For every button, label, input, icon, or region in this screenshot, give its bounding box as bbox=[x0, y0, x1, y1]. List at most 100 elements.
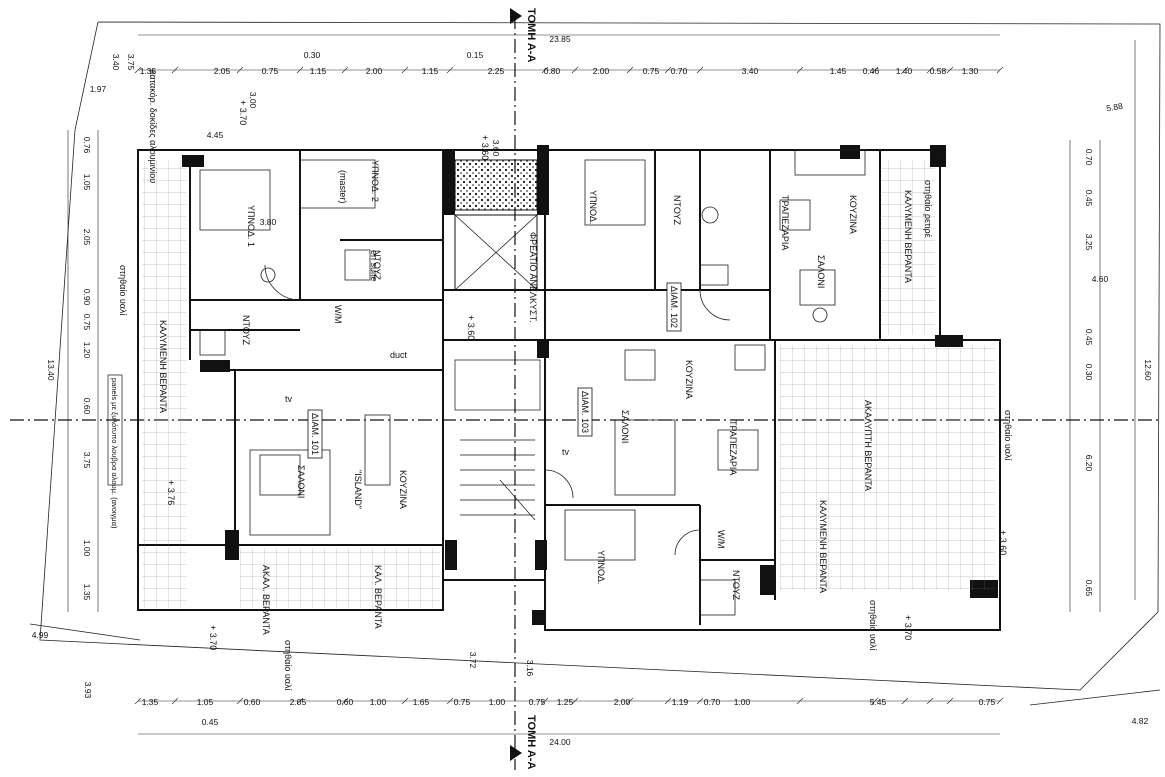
dim-tick bbox=[664, 66, 672, 74]
room-label: ΚΑΛΥΜΕΝΗ ΒΕΡΑΝΤΑ bbox=[818, 500, 828, 593]
elevator-car bbox=[454, 214, 538, 291]
panel-note-box bbox=[107, 374, 123, 486]
unit-tag: ΔΙΑΜ. 103 bbox=[580, 391, 590, 433]
bottom-dim-label: 1.19 bbox=[672, 697, 689, 707]
dim-tick bbox=[946, 66, 954, 74]
misc-dim-label: 1.97 bbox=[90, 84, 107, 94]
section-label-bottom: ΤΟΜΗ Α-Α bbox=[525, 715, 537, 769]
room-label: ΝΤΟΥΖ bbox=[672, 195, 682, 226]
bottom-dim-label: 0.75 bbox=[529, 697, 546, 707]
section-mark-top: ΤΟΜΗ Α-Α bbox=[510, 8, 537, 62]
dimension-ticks bbox=[134, 66, 1004, 705]
room-label: ΝΤΟΥΖ bbox=[241, 315, 251, 346]
note-parapet-left: στηθαίο υαλί bbox=[118, 265, 128, 315]
top-dim-label: 0.75 bbox=[643, 66, 660, 76]
site-boundary bbox=[29, 21, 1161, 706]
note-parapet-bottom: στηθαίο υαλί bbox=[283, 640, 293, 690]
dim-tick bbox=[926, 66, 934, 74]
bottom-dim-label: 2.00 bbox=[614, 697, 631, 707]
top-dim-label: 0.70 bbox=[671, 66, 688, 76]
note-wm-2: W/M bbox=[716, 530, 726, 549]
room-label: en suite bbox=[369, 250, 379, 282]
section-mark-bottom: ΤΟΜΗ Α-Α bbox=[510, 715, 537, 769]
top-dim-label: 1.40 bbox=[896, 66, 913, 76]
dim-tick bbox=[926, 697, 934, 705]
overall-left-height: 13.40 bbox=[46, 359, 56, 381]
left-dim-label: 1.35 bbox=[82, 584, 92, 601]
veranda-tiles bbox=[142, 160, 995, 610]
top-dim-label: 2.00 bbox=[593, 66, 610, 76]
dim-tick bbox=[134, 697, 142, 705]
building-walls bbox=[137, 149, 1001, 631]
dim-tick bbox=[236, 66, 244, 74]
level-marker: + 3.70 bbox=[208, 625, 218, 650]
left-dim-label: 1.20 bbox=[82, 342, 92, 359]
top-dim-label: 1.15 bbox=[422, 66, 439, 76]
misc-dim-label: 3.16 bbox=[525, 660, 535, 677]
room-label: ΝΤΟΥΖ bbox=[731, 570, 741, 601]
room-label: ΦΡΕΑΤΙΟ ΑΝΕΛΚΥΣΤ. bbox=[528, 232, 538, 323]
note-stair-slats: κατακόρ. δοκίδες αλουμινίου bbox=[148, 70, 158, 183]
bottom-dim-label: 5.45 bbox=[870, 697, 887, 707]
dim-tick bbox=[446, 66, 454, 74]
misc-dim-label: 3.93 bbox=[83, 682, 93, 699]
room-label: "ISLAND" bbox=[353, 470, 363, 509]
room-label: ΚΟΥΖΙΝΑ bbox=[398, 470, 408, 509]
misc-dim-label: 4.45 bbox=[207, 130, 224, 140]
top-dim-label: 1.45 bbox=[830, 66, 847, 76]
top-dim-label: 2.05 bbox=[214, 66, 231, 76]
section-line bbox=[10, 15, 1160, 770]
top-dim-label: 1.35 bbox=[140, 66, 157, 76]
bottom-dim-label: 1.35 bbox=[142, 697, 159, 707]
right-dim-label: 0.45 bbox=[1084, 329, 1094, 346]
overall-top-width: 23.85 bbox=[549, 34, 571, 44]
dim-tick bbox=[401, 66, 409, 74]
misc-dim-label: 4.99 bbox=[32, 630, 49, 640]
top-dim-label: 1.30 bbox=[962, 66, 979, 76]
left-dim-label: 0.90 bbox=[82, 289, 92, 306]
right-dim-label: 0.65 bbox=[1084, 580, 1094, 597]
unit-tag-box bbox=[577, 387, 593, 437]
top-dim-label: 0.75 bbox=[262, 66, 279, 76]
dim-tick bbox=[236, 697, 244, 705]
room-label: ΝΤΟΥΖ bbox=[372, 250, 382, 281]
right-dim-label: 0.30 bbox=[1084, 364, 1094, 381]
dim-tick bbox=[796, 66, 804, 74]
right-dim-label: 3.25 bbox=[1084, 234, 1094, 251]
dim-tick bbox=[871, 66, 879, 74]
room-label: ΣΑΛΟΝΙ bbox=[620, 410, 630, 443]
room-label: ΥΠΝΟΔ. bbox=[596, 550, 606, 584]
dim-tick bbox=[571, 697, 579, 705]
top-dim-label: 3.40 bbox=[742, 66, 759, 76]
note-wm-1: W/M bbox=[333, 305, 343, 324]
top-dim-label: 2.00 bbox=[366, 66, 383, 76]
dim-tick bbox=[996, 697, 1004, 705]
unit-tag-box bbox=[666, 282, 682, 332]
dim-tick bbox=[996, 66, 1004, 74]
note-panels: panels με ξυλότυπο λουβρα αλουμ. (ανοιγμ… bbox=[110, 378, 119, 529]
top-dim-label: 0.58 bbox=[930, 66, 947, 76]
dim-tick bbox=[341, 66, 349, 74]
misc-dim-label: 0.15 bbox=[467, 50, 484, 60]
note-tv-1: tv bbox=[285, 394, 293, 404]
room-label: ΥΠΝΟΔ. 1 bbox=[246, 205, 256, 247]
misc-dim-label: 0.30 bbox=[304, 50, 321, 60]
room-label: ΑΚΑΛ. ΒΕΡΑΝΤΑ bbox=[261, 565, 271, 635]
dim-tick bbox=[626, 697, 634, 705]
bottom-dim-label: 0.60 bbox=[337, 697, 354, 707]
misc-dim-label: 3.72 bbox=[468, 652, 478, 669]
room-label: ΑΚΑΛΥΠΤΗ ΒΕΡΑΝΤΑ bbox=[863, 400, 873, 491]
bottom-dim-label: 1.65 bbox=[413, 697, 430, 707]
misc-dim-label: 3.00 bbox=[248, 92, 258, 109]
room-label: ΣΑΛΟΝΙ bbox=[296, 465, 306, 498]
misc-dim-label: 5.88 bbox=[1105, 101, 1123, 114]
bottom-dim-label: 1.05 bbox=[197, 697, 214, 707]
bottom-dim-label: 1.00 bbox=[370, 697, 387, 707]
room-label: ΚΑΛ. ΒΕΡΑΝΤΑ bbox=[373, 565, 383, 629]
dim-tick bbox=[171, 697, 179, 705]
unit-tag-box bbox=[307, 409, 323, 459]
room-label: ΥΠΝΟΔ. bbox=[588, 190, 598, 224]
misc-dim-label: 3.75 bbox=[126, 54, 136, 71]
